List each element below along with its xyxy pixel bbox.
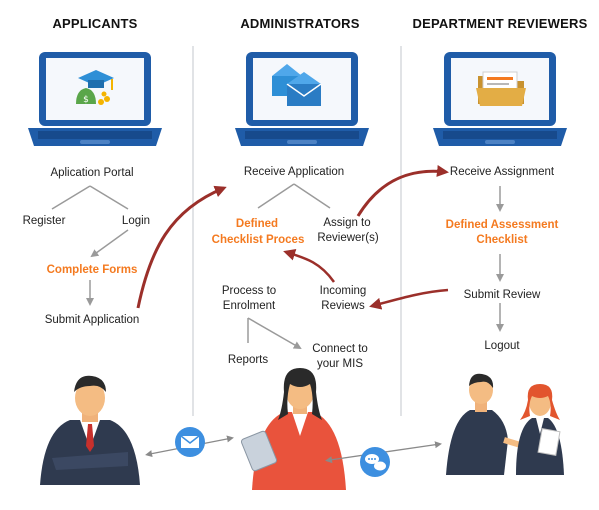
node-mis-line2: your MIS — [316, 358, 363, 370]
arrow-assign-to-reviewer — [356, 165, 449, 217]
applicant-laptop-icon: $ — [28, 52, 162, 146]
node-assign-line1: Assign to — [323, 217, 371, 229]
node-reports: Reports — [227, 354, 269, 366]
column-divider-right — [400, 46, 402, 416]
admin-person-illustration — [240, 368, 346, 490]
node-logout: Logout — [484, 340, 520, 352]
administrators-heading: ADMINISTRATORS — [240, 16, 360, 31]
arrow-receive-checklist — [257, 183, 295, 209]
node-complete-forms: Complete Forms — [46, 264, 138, 276]
reviewers-handshake-illustration — [446, 373, 564, 475]
chat-bubbles-icon — [360, 447, 390, 477]
node-assessment-line1: Defined Assessment — [445, 219, 559, 231]
node-process-line2: Enrolment — [222, 300, 276, 312]
arrow-incoming-to-checklist — [283, 248, 336, 283]
node-submit-review: Submit Review — [463, 289, 541, 301]
envelope-icon — [175, 427, 205, 457]
node-assign-line2: Reviewer(s) — [317, 232, 379, 244]
applicants-heading: APPLICANTS — [52, 16, 138, 31]
node-defined-checklist-line2: Checklist Proces — [211, 234, 305, 246]
node-incoming-line2: Reviews — [321, 300, 365, 312]
node-login: Login — [121, 215, 151, 227]
node-process-line1: Process to — [221, 285, 277, 297]
node-incoming-line1: Incoming — [319, 285, 367, 297]
arrow-review-to-admin — [369, 288, 449, 310]
arrow-portal-login — [89, 185, 129, 210]
arrow-submit-to-admin — [136, 185, 227, 309]
node-register: Register — [22, 215, 66, 227]
svg-text:$: $ — [83, 95, 89, 105]
arrow-process-mis — [247, 317, 302, 349]
node-receive-application: Receive Application — [243, 166, 345, 178]
column-divider-left — [192, 46, 194, 416]
reviewers-heading: DEPARTMENT REVIEWERS — [412, 16, 588, 31]
node-receive-assignment: Receive Assignment — [449, 166, 555, 178]
admin-laptop-icon — [235, 52, 369, 146]
node-defined-checklist-line1: Defined — [235, 218, 279, 230]
node-assessment-line2: Checklist — [476, 234, 528, 246]
arrow-login-forms — [90, 229, 129, 258]
arrow-receive-assign — [293, 183, 331, 209]
arrow-portal-register — [51, 185, 91, 210]
node-mis-line1: Connect to — [312, 343, 368, 355]
applicant-person-illustration — [40, 375, 140, 485]
reviewer-laptop-icon — [433, 52, 567, 146]
node-submit-application: Submit Application — [44, 314, 140, 326]
node-application-portal: Aplication Portal — [50, 167, 134, 179]
